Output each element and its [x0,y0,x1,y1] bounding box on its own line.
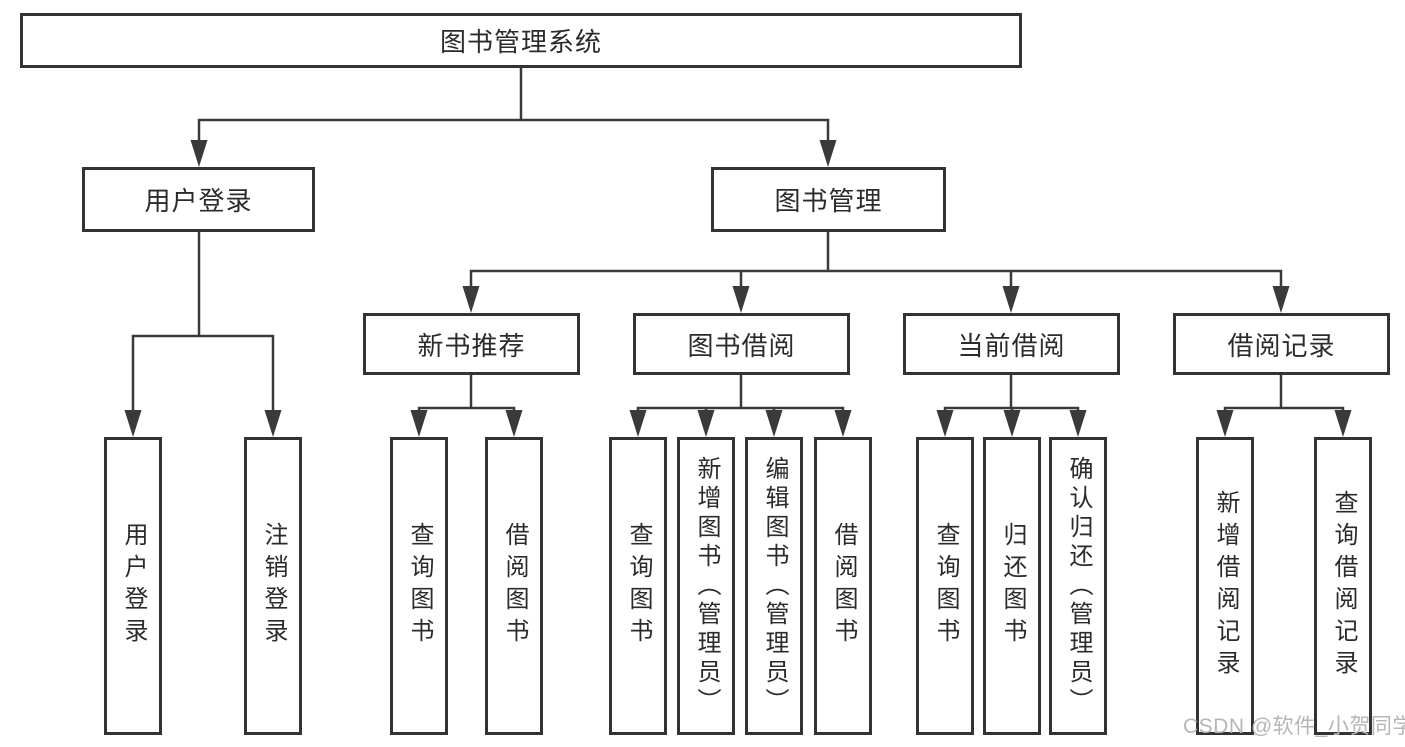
node-label: 查询图书 [625,522,652,650]
node-label: 图书借阅 [687,330,796,361]
leaf-query-books-recommend: 查询图书 [390,437,448,735]
watermark: CSDN @软件_小贺同学 [1183,715,1405,738]
leaf-query-borrowing-record: 查询借阅记录 [1314,437,1372,735]
node-label: 新书推荐 [417,330,526,361]
node-label: 编辑图书（管理员） [761,455,788,717]
node-label: 当前借阅 [957,330,1066,361]
node-new-book-recommendation: 新书推荐 [363,313,580,375]
leaf-user-login: 用户登录 [104,437,162,735]
node-label: 查询图书 [406,522,433,650]
node-label: 图书管理 [774,186,883,216]
node-label: 新增图书（管理员） [693,455,720,717]
leaf-confirm-return-admin: 确认归还（管理员） [1049,437,1107,735]
node-label: 新增借阅记录 [1212,490,1239,682]
leaf-return-books: 归还图书 [983,437,1041,735]
node-label: 用户登录 [144,186,253,216]
node-user-login: 用户登录 [82,167,315,232]
node-current-borrowing: 当前借阅 [903,313,1120,375]
node-label: 借阅图书 [830,522,857,650]
leaf-add-book-admin: 新增图书（管理员） [677,437,735,735]
leaf-query-books-current: 查询图书 [916,437,974,735]
node-label: 用户登录 [120,522,147,650]
node-book-management: 图书管理 [711,167,946,232]
node-label: 借阅记录 [1227,330,1336,361]
node-library-management-system: 图书管理系统 [20,13,1022,68]
node-label: 查询借阅记录 [1330,490,1357,682]
node-borrowing-records: 借阅记录 [1173,313,1390,375]
leaf-borrow-books: 借阅图书 [814,437,872,735]
leaf-query-books-borrowing: 查询图书 [609,437,667,735]
node-book-borrowing: 图书借阅 [633,313,850,375]
leaf-logout: 注销登录 [244,437,302,735]
node-label: 确认归还（管理员） [1065,455,1092,717]
leaf-add-borrowing-record: 新增借阅记录 [1196,437,1254,735]
node-label: 查询图书 [932,522,959,650]
leaf-borrow-books-recommend: 借阅图书 [485,437,543,735]
leaf-edit-book-admin: 编辑图书（管理员） [745,437,803,735]
node-label: 借阅图书 [501,522,528,650]
node-label: 图书管理系统 [439,27,602,57]
node-label: 归还图书 [999,522,1026,650]
node-label: 注销登录 [260,522,287,650]
